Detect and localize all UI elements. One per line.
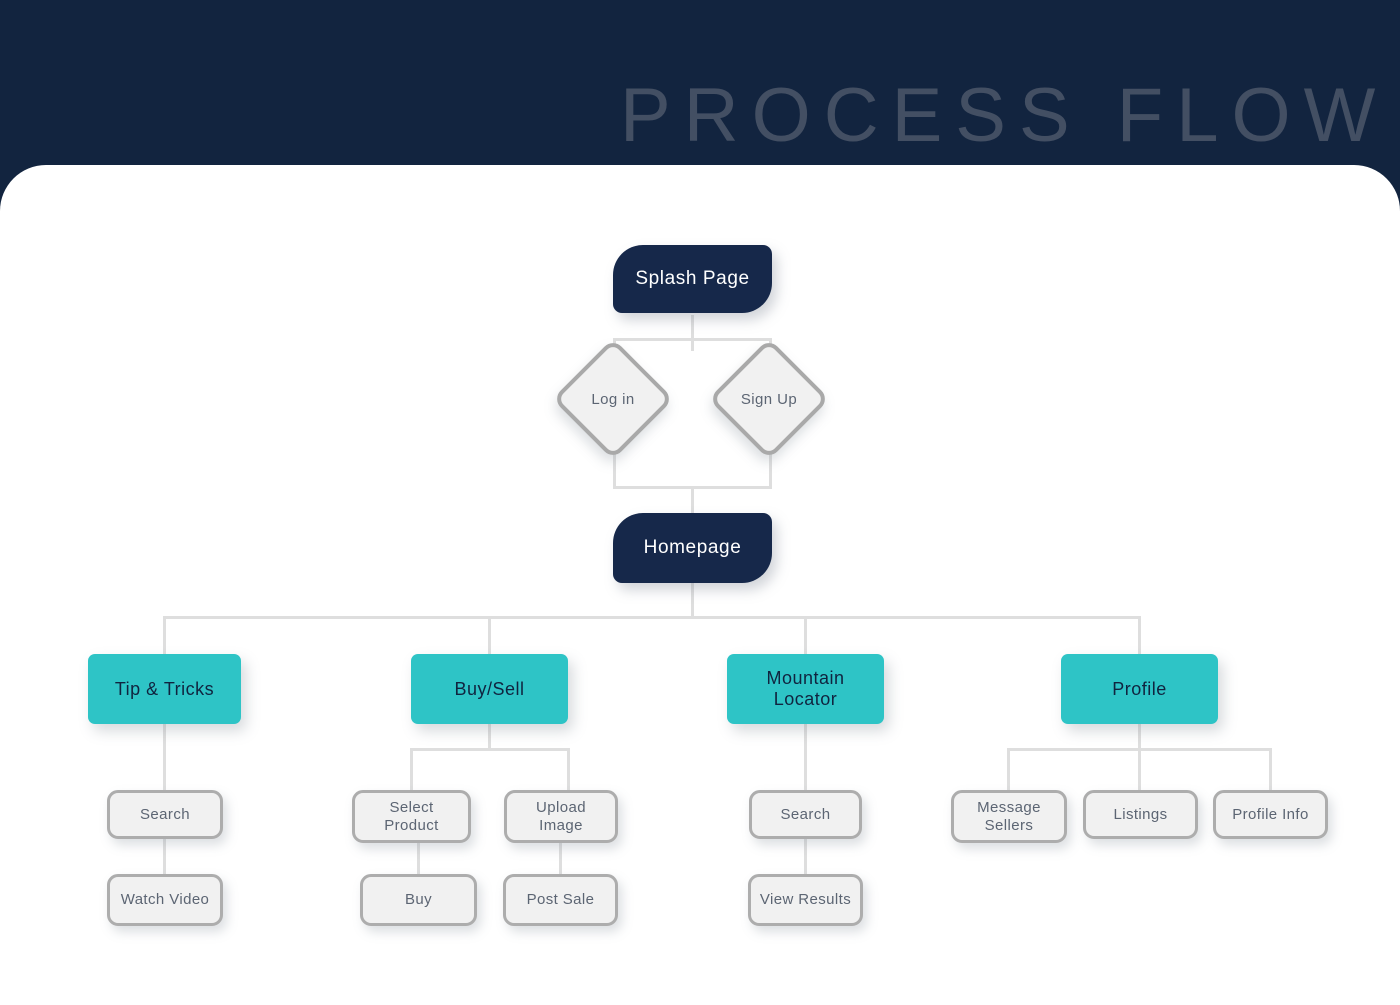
node-select-product[interactable]: Select Product: [352, 790, 471, 843]
node-message-sellers[interactable]: Message Sellers: [951, 790, 1067, 843]
node-mountain-locator[interactable]: Mountain Locator: [727, 654, 884, 724]
connector-tips-to-search: [163, 724, 166, 790]
node-buy-sell[interactable]: Buy/Sell: [411, 654, 568, 724]
connector-to-upload-image: [567, 748, 570, 790]
node-log-in-label: Log in: [591, 390, 635, 408]
connector-login-down: [613, 437, 616, 488]
node-log-in[interactable]: Log in: [552, 338, 674, 460]
connector-bus-to-profile: [1138, 616, 1141, 689]
node-profile-info[interactable]: Profile Info: [1213, 790, 1328, 839]
node-buy[interactable]: Buy: [360, 874, 477, 926]
node-listings[interactable]: Listings: [1083, 790, 1198, 839]
connector-signup-down: [769, 437, 772, 488]
node-view-results[interactable]: View Results: [748, 874, 863, 926]
node-tip-and-tricks[interactable]: Tip & Tricks: [88, 654, 241, 724]
page-title: PROCESS FLOW: [620, 73, 1389, 158]
connector-level3-bus: [163, 616, 1139, 619]
node-post-sale[interactable]: Post Sale: [503, 874, 618, 926]
connector-splash-bus: [613, 338, 772, 341]
connector-to-select-product: [410, 748, 413, 790]
connector-to-listings: [1138, 748, 1141, 790]
connector-mountain-to-search: [804, 724, 807, 790]
connector-to-message-sellers: [1007, 748, 1010, 790]
node-profile[interactable]: Profile: [1061, 654, 1218, 724]
connector-splash-down: [691, 315, 694, 351]
connector-buysell-bus: [410, 748, 569, 751]
connector-buysell-down: [488, 724, 491, 750]
diagram-canvas-card: Splash Page Log in Sign Up Homepage Tip …: [0, 165, 1400, 1005]
node-sign-up[interactable]: Sign Up: [708, 338, 830, 460]
connector-select-to-buy: [417, 839, 420, 877]
connector-profile-down: [1138, 724, 1141, 750]
connector-upload-to-postsale: [559, 839, 562, 877]
header-banner: PROCESS FLOW: [0, 0, 1400, 170]
connector-to-homepage: [691, 486, 694, 513]
connector-layer: [0, 165, 1400, 1005]
connector-search-to-video: [163, 839, 166, 877]
process-flow-diagram: Splash Page Log in Sign Up Homepage Tip …: [0, 165, 1400, 1005]
node-homepage[interactable]: Homepage: [613, 513, 772, 583]
node-upload-image[interactable]: Upload Image: [504, 790, 618, 843]
node-tips-search[interactable]: Search: [107, 790, 223, 839]
connector-bus-to-buysell: [488, 616, 491, 689]
node-sign-up-label: Sign Up: [740, 390, 798, 408]
connector-search-to-results: [804, 839, 807, 877]
node-splash-page[interactable]: Splash Page: [613, 245, 772, 313]
connector-bus-to-tips: [163, 616, 166, 689]
node-mountain-search[interactable]: Search: [749, 790, 862, 839]
connector-homepage-down: [691, 583, 694, 618]
connector-bus-to-mountain: [804, 616, 807, 689]
node-watch-video[interactable]: Watch Video: [107, 874, 223, 926]
connector-to-profile-info: [1269, 748, 1272, 790]
